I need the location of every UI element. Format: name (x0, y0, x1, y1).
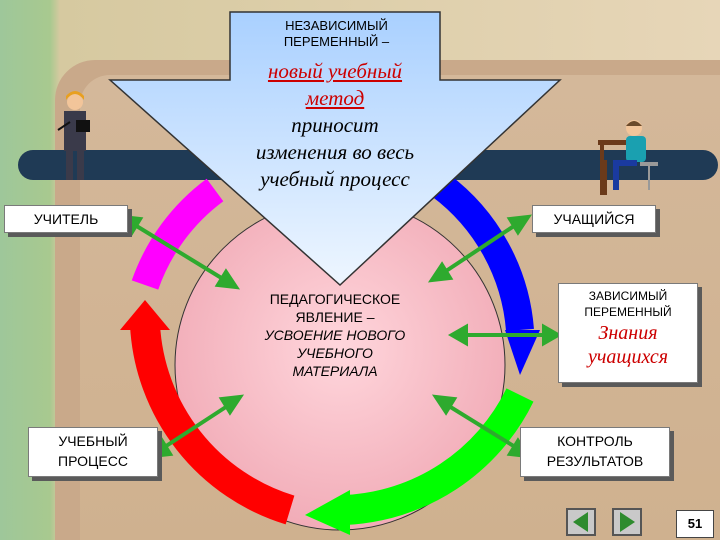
emph-line-1: новый учебный (267, 59, 403, 83)
arc-magenta (131, 178, 224, 290)
center-line-1: ПЕДАГОГИЧЕСКОЕ (269, 291, 401, 307)
pedagogical-phenomenon-text: ПЕДАГОГИЧЕСКОЕ ЯВЛЕНИЕ – УСВОЕНИЕ НОВОГО… (235, 290, 435, 380)
arrow-student-head-a (506, 214, 533, 236)
next-slide-button[interactable] (612, 508, 642, 536)
arrow-student-head-b (427, 261, 454, 283)
dependent-line-4: учащихся (587, 346, 669, 368)
arrow-control-center (442, 401, 522, 452)
connector-arrows (117, 214, 563, 459)
center-line-2: ЯВЛЕНИЕ – (295, 309, 375, 325)
arrow-dependent-head-a (447, 323, 468, 347)
arc-green (344, 388, 534, 525)
arrow-teacher-center (128, 220, 230, 284)
center-line-3: УСВОЕНИЕ НОВОГО (264, 327, 406, 343)
label-line-2: ПЕРЕМЕННЫЙ – (283, 34, 390, 49)
control-line-1: КОНТРОЛЬ (557, 433, 633, 449)
student-box: УЧАЩИЙСЯ (532, 205, 656, 233)
arc-blue (431, 173, 534, 332)
emph-line-2: метод (305, 86, 365, 110)
dependent-line-1: ЗАВИСИМЫЙ (588, 289, 668, 303)
arrow-teacher-head-b (214, 268, 241, 290)
previous-slide-button[interactable] (566, 508, 596, 536)
dependent-variable-box: ЗАВИСИМЫЙ ПЕРЕМЕННЫЙ Знания учащихся (558, 283, 698, 383)
dependent-line-2: ПЕРЕМЕННЫЙ (584, 305, 672, 319)
results-control-box: КОНТРОЛЬ РЕЗУЛЬТАТОВ (520, 427, 670, 477)
arrow-control-head-a (431, 394, 458, 416)
teacher-box: УЧИТЕЛЬ (4, 205, 128, 233)
student-at-desk-icon (598, 120, 658, 195)
dependent-line-3: Знания (598, 322, 658, 344)
arc-blue-arrowhead (505, 330, 540, 375)
funnel-shape (108, 11, 562, 287)
control-line-2: РЕЗУЛЬТАТОВ (546, 453, 644, 469)
process-line-2: ПРОЦЕСС (58, 453, 128, 469)
arrow-process-head-b (218, 394, 245, 416)
text-line-2: изменения во весь (255, 140, 415, 164)
arc-red-arrowhead (120, 300, 170, 330)
learning-process-box: УЧЕБНЫЙ ПРОЦЕСС (28, 427, 158, 477)
arc-red (130, 323, 295, 525)
label-line-1: НЕЗАВИСИМЫЙ (285, 18, 388, 33)
arrow-student-center (438, 220, 522, 277)
page-number: 51 (676, 510, 714, 538)
text-line-3: учебный процесс (260, 167, 410, 191)
text-line-1: приносит (291, 113, 379, 137)
arc-green-arrowhead (305, 490, 350, 535)
independent-variable-label: НЕЗАВИСИМЫЙ ПЕРЕМЕННЫЙ – (234, 18, 439, 50)
arrow-process-center (158, 401, 234, 452)
new-method-text: новый учебный метод приносит изменения в… (230, 58, 440, 193)
center-line-5: МАТЕРИАЛА (292, 363, 378, 379)
teacher-figure-icon (57, 91, 90, 180)
process-line-1: УЧЕБНЫЙ (58, 433, 128, 449)
arrow-dependent-head-b (542, 323, 563, 347)
center-line-4: УЧЕБНОГО (297, 345, 373, 361)
